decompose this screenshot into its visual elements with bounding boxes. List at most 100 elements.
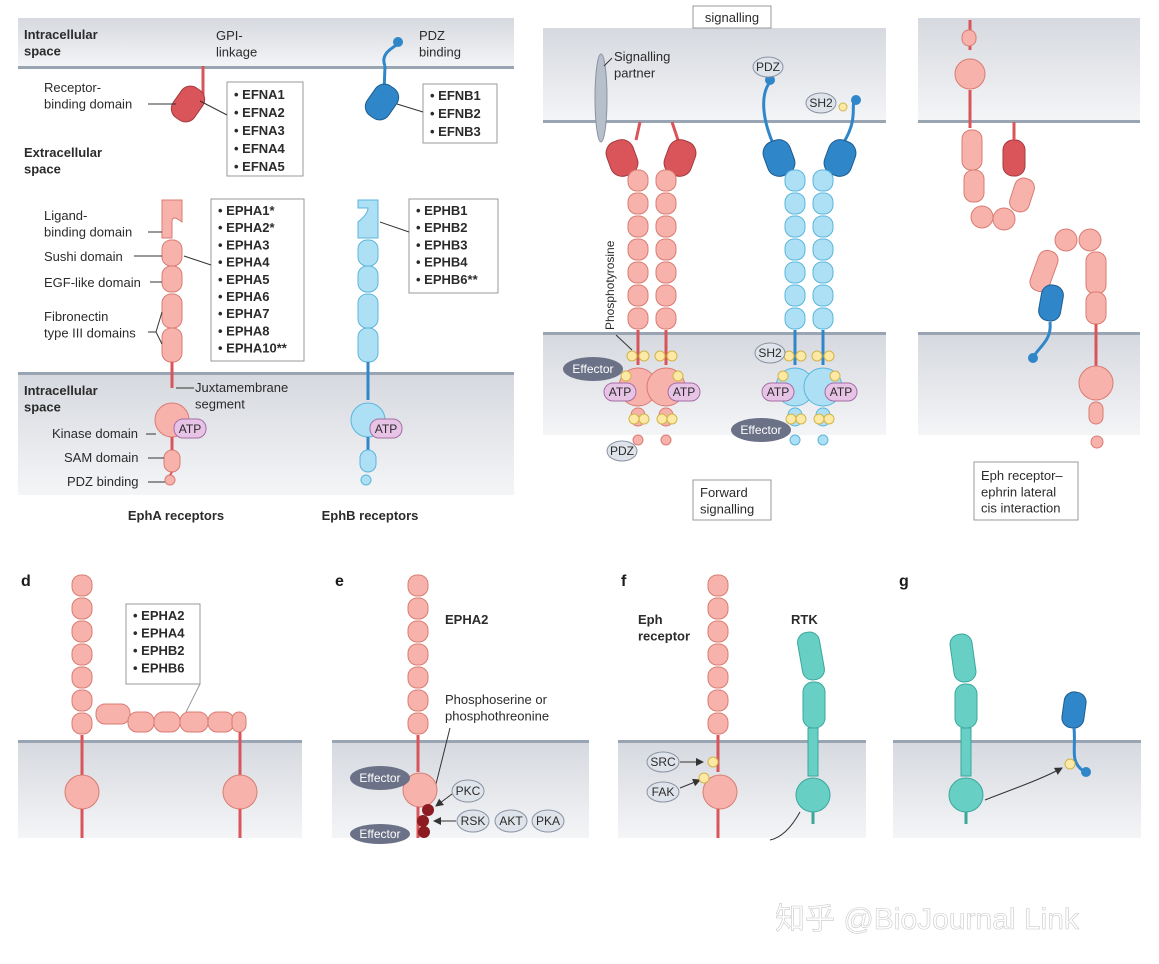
receptor-domain	[784, 284, 806, 307]
efna-list-box: • EFNA1• EFNA2• EFNA3• EFNA4• EFNA5	[199, 81, 304, 177]
phospho-dots	[417, 804, 434, 838]
ephb-list-box: • EPHB1• EPHB2• EPHB3• EPHB4• EPHB6**	[379, 198, 499, 294]
phosphate-dot	[626, 350, 638, 362]
phosphotyrosine-label: Phosphotyrosine	[603, 240, 617, 330]
receptor-domain	[71, 620, 93, 643]
list-item: • EPHA2	[133, 608, 185, 623]
watermark-text: 知乎 @BioJournal Link	[775, 903, 1080, 936]
receptor-domain	[812, 307, 834, 330]
list-item: • EPHA7	[218, 306, 270, 321]
panel-g-letter: g	[899, 573, 909, 590]
ephrin-b-dimer	[762, 75, 861, 177]
ephrin-b-free	[1061, 691, 1091, 777]
receptor-domain	[707, 620, 729, 643]
panel-f-receptors	[702, 574, 831, 838]
receptor-domain	[707, 643, 729, 666]
receptor-domain	[655, 261, 677, 284]
phosphate-dot	[666, 350, 678, 362]
epha-list-box: • EPHA1*• EPHA2*• EPHA3• EPHA4• EPHA5• E…	[183, 198, 305, 362]
panel-g-receptor	[948, 633, 984, 824]
effector-badge-right: Effector	[731, 418, 791, 442]
svg-text:Effector: Effector	[740, 423, 781, 437]
receptor-domain	[812, 284, 834, 307]
list-item: • EFNB3	[430, 124, 481, 139]
svg-text:PDZ: PDZ	[756, 60, 780, 74]
svg-text:ATP: ATP	[609, 385, 631, 399]
list-item: • EPHB4	[416, 255, 468, 270]
gpi-label: GPI-linkage	[216, 28, 257, 59]
receptor-domain	[71, 712, 93, 735]
receptor-domain	[812, 192, 834, 215]
list-item: • EFNA2	[234, 105, 285, 120]
receptor-domain	[655, 307, 677, 330]
kinase-label: RSK	[461, 814, 486, 828]
rtk-label: RTK	[791, 612, 818, 627]
atp-badge-epha: ATP	[173, 418, 207, 439]
list-item: • EPHA8	[218, 323, 270, 338]
phosphate-dot	[628, 413, 640, 425]
ephrin-b-ligand	[364, 37, 403, 121]
top-signalling-label: signalling	[705, 10, 759, 25]
list-item: • EPHB6	[133, 661, 185, 676]
receptor-domain	[655, 284, 677, 307]
ephrin-a-ligand	[170, 66, 206, 123]
kinase-badge-pka: PKA	[531, 809, 565, 833]
src-badge: SRC	[646, 751, 680, 773]
list-item: • EFNA5	[234, 159, 285, 174]
receptor-domain	[784, 238, 806, 261]
list-item: • EFNA1	[234, 87, 285, 102]
kinase-badge-rsk: RSK	[456, 809, 490, 833]
phosphate-dot	[638, 350, 650, 362]
receptor-domain	[627, 238, 649, 261]
receptor-domain	[407, 620, 429, 643]
list-item: • EFNA4	[234, 141, 286, 156]
receptor-domain	[655, 238, 677, 261]
kinase-label: Kinase domain	[52, 426, 138, 441]
receptor-domain	[407, 574, 429, 597]
phosphate-dot	[823, 413, 835, 425]
panel-f-letter: f	[621, 573, 627, 590]
efnb-list: • EFNB1• EFNB2• EFNB3	[430, 88, 481, 139]
receptor-domain	[407, 712, 429, 735]
receptor-domain	[71, 574, 93, 597]
pdz-badge-bottom: PDZ	[606, 440, 638, 462]
receptor-domain	[707, 712, 729, 735]
svg-text:ATP: ATP	[673, 385, 695, 399]
list-item: • EPHA4	[133, 626, 185, 641]
receptor-domain	[71, 643, 93, 666]
kinase-label: PKC	[456, 784, 481, 798]
ligand-binding-label: Ligand-binding domain	[44, 208, 132, 239]
receptor-domain	[71, 597, 93, 620]
epha-list: • EPHA1*• EPHA2*• EPHA3• EPHA4• EPHA5• E…	[218, 203, 288, 356]
receptor-domain	[707, 597, 729, 620]
receptor-domain	[707, 666, 729, 689]
phosphate-dot	[811, 350, 823, 362]
sh2-badge-top: SH2	[805, 92, 837, 114]
panel-d-list: • EPHA2• EPHA4• EPHB2• EPHB6	[133, 608, 185, 676]
receptor-domain	[71, 689, 93, 712]
list-item: • EPHB3	[416, 237, 468, 252]
phosphate-dot	[795, 413, 807, 425]
receptor-domain	[812, 169, 834, 192]
panel-d: d • EPHA2• EPHA4• EPHB2• EPHB6	[21, 573, 258, 838]
svg-text:Effector: Effector	[359, 827, 400, 841]
effector-badge-left: Effector	[563, 357, 623, 381]
svg-text:SH2: SH2	[758, 346, 782, 360]
atp-label: ATP	[179, 422, 201, 436]
svg-text:Effector: Effector	[572, 362, 613, 376]
phosphate-dot	[620, 370, 632, 382]
signalling-partner-shape	[594, 53, 608, 143]
epha-receptor	[154, 199, 190, 486]
phosphate-dot	[666, 413, 678, 425]
